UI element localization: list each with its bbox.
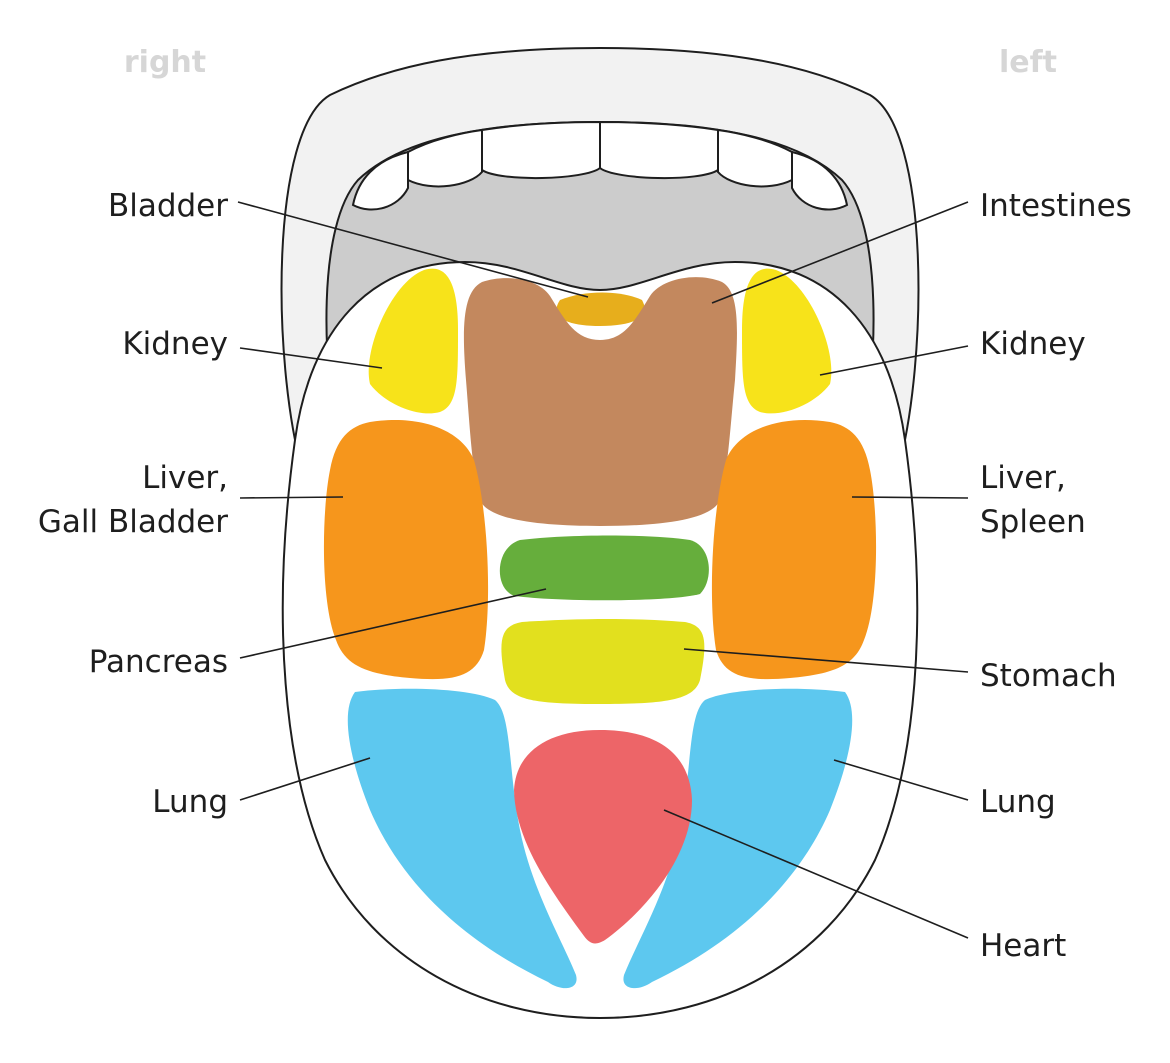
side-label-right: right: [124, 45, 206, 80]
zone-kidney-right: [368, 268, 458, 414]
zone-bladder: [556, 292, 645, 326]
label-lung-left: Lung: [980, 784, 1056, 820]
zone-stomach: [501, 619, 705, 704]
teeth: [351, 120, 849, 211]
leader-lines: [237, 201, 969, 939]
label-intestines: Intestines: [980, 188, 1132, 224]
zone-kidney-left: [742, 268, 832, 414]
zone-liver-right: [323, 419, 489, 680]
label-bladder: Bladder: [108, 188, 228, 224]
zone-pancreas: [499, 535, 709, 601]
label-heart: Heart: [980, 928, 1066, 964]
label-lung-right: Lung: [152, 784, 228, 820]
zone-lung-left: [623, 688, 853, 989]
label-kidney-right: Kidney: [122, 326, 228, 362]
zone-heart: [514, 730, 692, 944]
zone-liver-left: [711, 419, 877, 680]
zone-lung-right: [347, 688, 577, 989]
zone-intestines: [463, 277, 737, 526]
label-liver-right-line2: Gall Bladder: [38, 504, 228, 540]
label-liver-left-line1: Liver,: [980, 460, 1066, 496]
label-stomach: Stomach: [980, 658, 1117, 694]
side-label-left: left: [999, 45, 1057, 80]
label-pancreas: Pancreas: [89, 644, 228, 680]
label-kidney-left: Kidney: [980, 326, 1086, 362]
label-liver-left-line2: Spleen: [980, 504, 1086, 540]
label-liver-right-line1: Liver,: [142, 460, 228, 496]
